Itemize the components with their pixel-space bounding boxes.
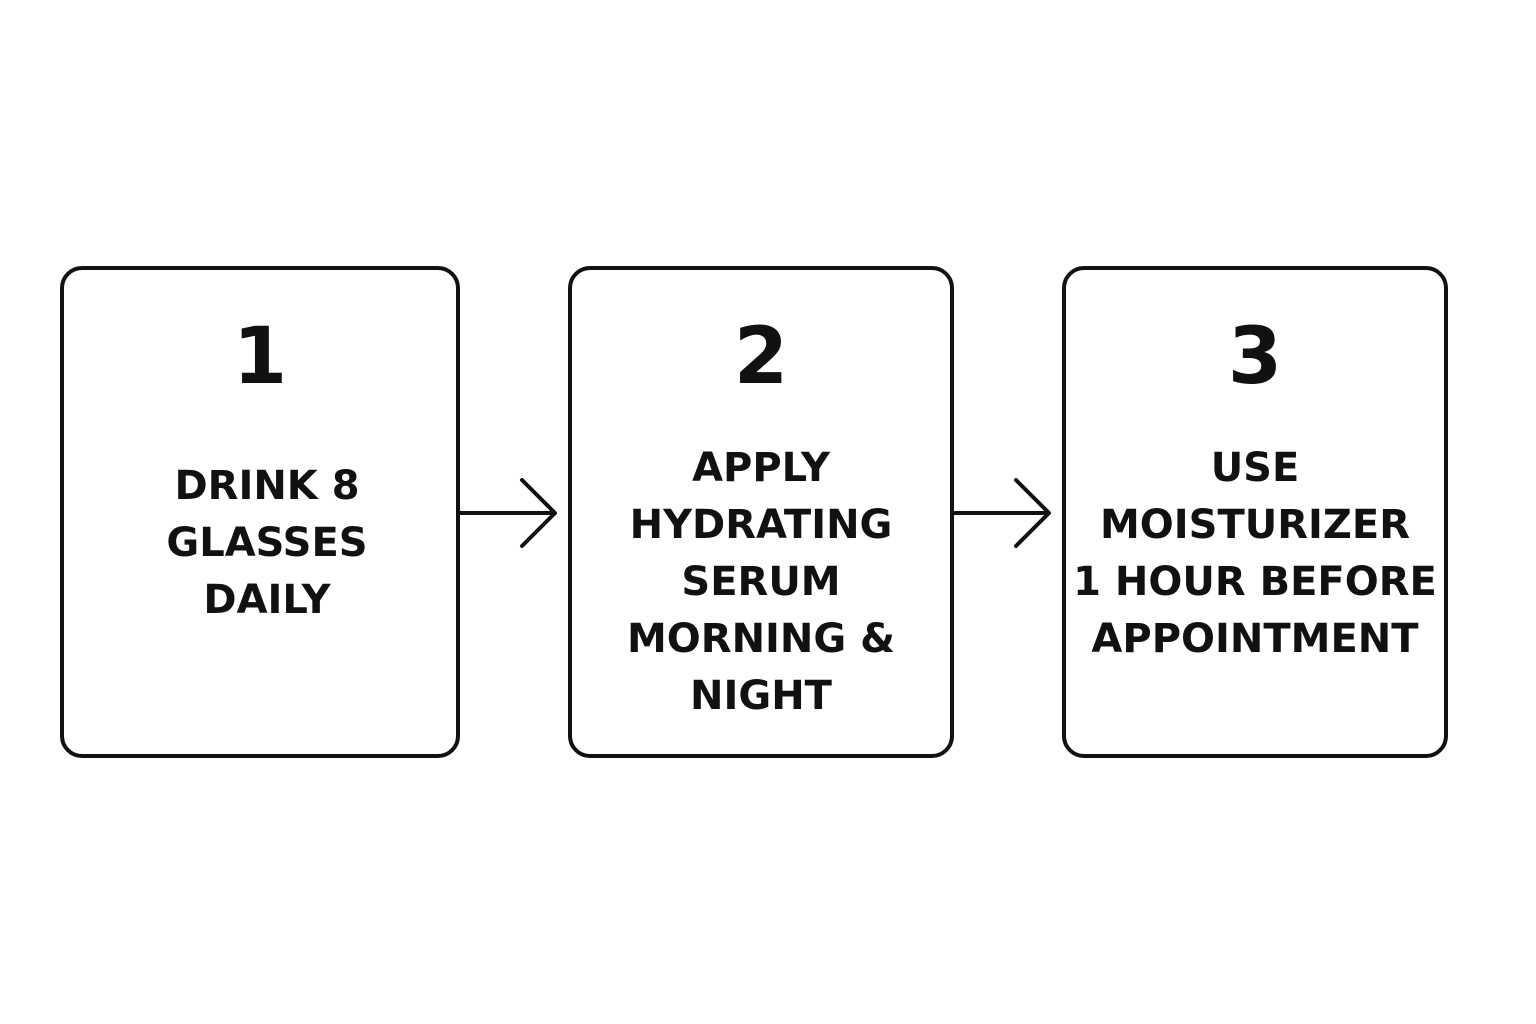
step-number: 3 xyxy=(1227,312,1283,402)
step-number: 1 xyxy=(232,312,288,402)
arrow-right-icon xyxy=(460,478,557,548)
step-box-1: 1 DRINK 8 GLASSES DAILY xyxy=(60,266,460,758)
step-text: APPLY HYDRATING SERUM MORNING & NIGHT xyxy=(626,445,896,719)
step-number: 2 xyxy=(733,312,789,402)
step-box-3: 3 USE MOISTURIZER 1 HOUR BEFORE APPOINTM… xyxy=(1062,266,1448,758)
step-text: DRINK 8 GLASSES DAILY xyxy=(166,463,368,623)
arrow-right-icon xyxy=(954,478,1051,548)
step-box-2: 2 APPLY HYDRATING SERUM MORNING & NIGHT xyxy=(568,266,954,758)
step-text: USE MOISTURIZER 1 HOUR BEFORE APPOINTMEN… xyxy=(1073,445,1437,662)
